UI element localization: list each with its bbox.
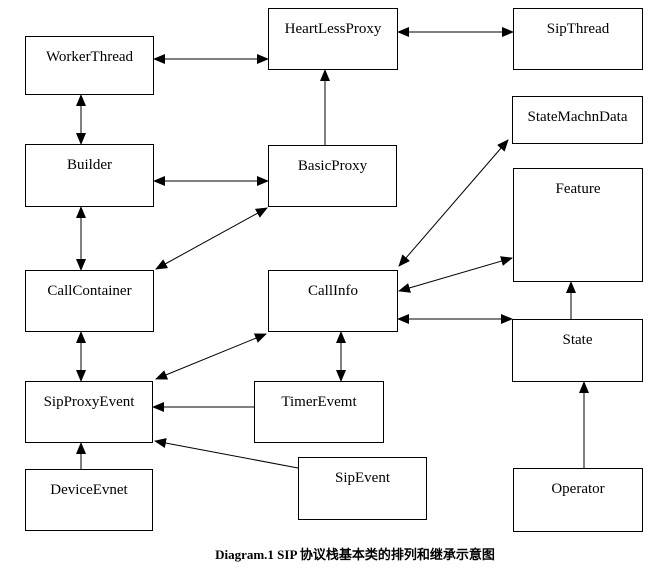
node-label-call-container: CallContainer xyxy=(47,283,132,299)
node-call-info: CallInfo xyxy=(268,270,398,332)
node-label-heartless-proxy: HeartLessProxy xyxy=(284,21,382,37)
node-operator: Operator xyxy=(513,468,643,532)
node-timer-evemt: TimerEvemt xyxy=(254,381,384,443)
node-label-state: State xyxy=(562,332,593,348)
node-worker-thread: WorkerThread xyxy=(25,36,154,95)
node-builder: Builder xyxy=(25,144,154,207)
node-label-device-evnet: DeviceEvnet xyxy=(50,482,128,498)
node-label-state-machn-data: StateMachnData xyxy=(527,109,628,125)
node-basic-proxy: BasicProxy xyxy=(268,145,397,207)
node-label-call-info: CallInfo xyxy=(308,283,358,299)
node-label-timer-evemt: TimerEvemt xyxy=(281,394,357,410)
edge-call-info--state-machn-data xyxy=(398,139,509,267)
node-label-sip-event: SipEvent xyxy=(335,470,390,486)
edge-sip-proxy-event--call-info xyxy=(155,333,267,380)
edge-call-info--feature xyxy=(398,256,513,293)
node-label-basic-proxy: BasicProxy xyxy=(297,158,368,174)
node-label-operator: Operator xyxy=(551,481,605,497)
node-heartless-proxy: HeartLessProxy xyxy=(268,8,398,70)
node-sip-event: SipEvent xyxy=(298,457,427,520)
node-state-machn-data: StateMachnData xyxy=(512,96,643,144)
node-label-feature: Feature xyxy=(555,181,601,197)
node-label-sip-thread: SipThread xyxy=(546,21,610,37)
node-sip-proxy-event: SipProxyEvent xyxy=(25,381,153,443)
diagram-caption: Diagram.1 SIP 协议栈基本类的排列和继承示意图 xyxy=(215,547,495,562)
node-label-builder: Builder xyxy=(67,157,112,173)
node-state: State xyxy=(512,319,643,382)
node-label-sip-proxy-event: SipProxyEvent xyxy=(43,394,135,410)
node-sip-thread: SipThread xyxy=(513,8,643,70)
node-label-worker-thread: WorkerThread xyxy=(45,49,134,65)
node-device-evnet: DeviceEvnet xyxy=(25,469,153,531)
edge-sip-event--sip-proxy-event xyxy=(154,438,299,469)
node-call-container: CallContainer xyxy=(25,270,154,332)
edge-call-container--basic-proxy xyxy=(155,207,268,270)
node-feature: Feature xyxy=(513,168,643,282)
